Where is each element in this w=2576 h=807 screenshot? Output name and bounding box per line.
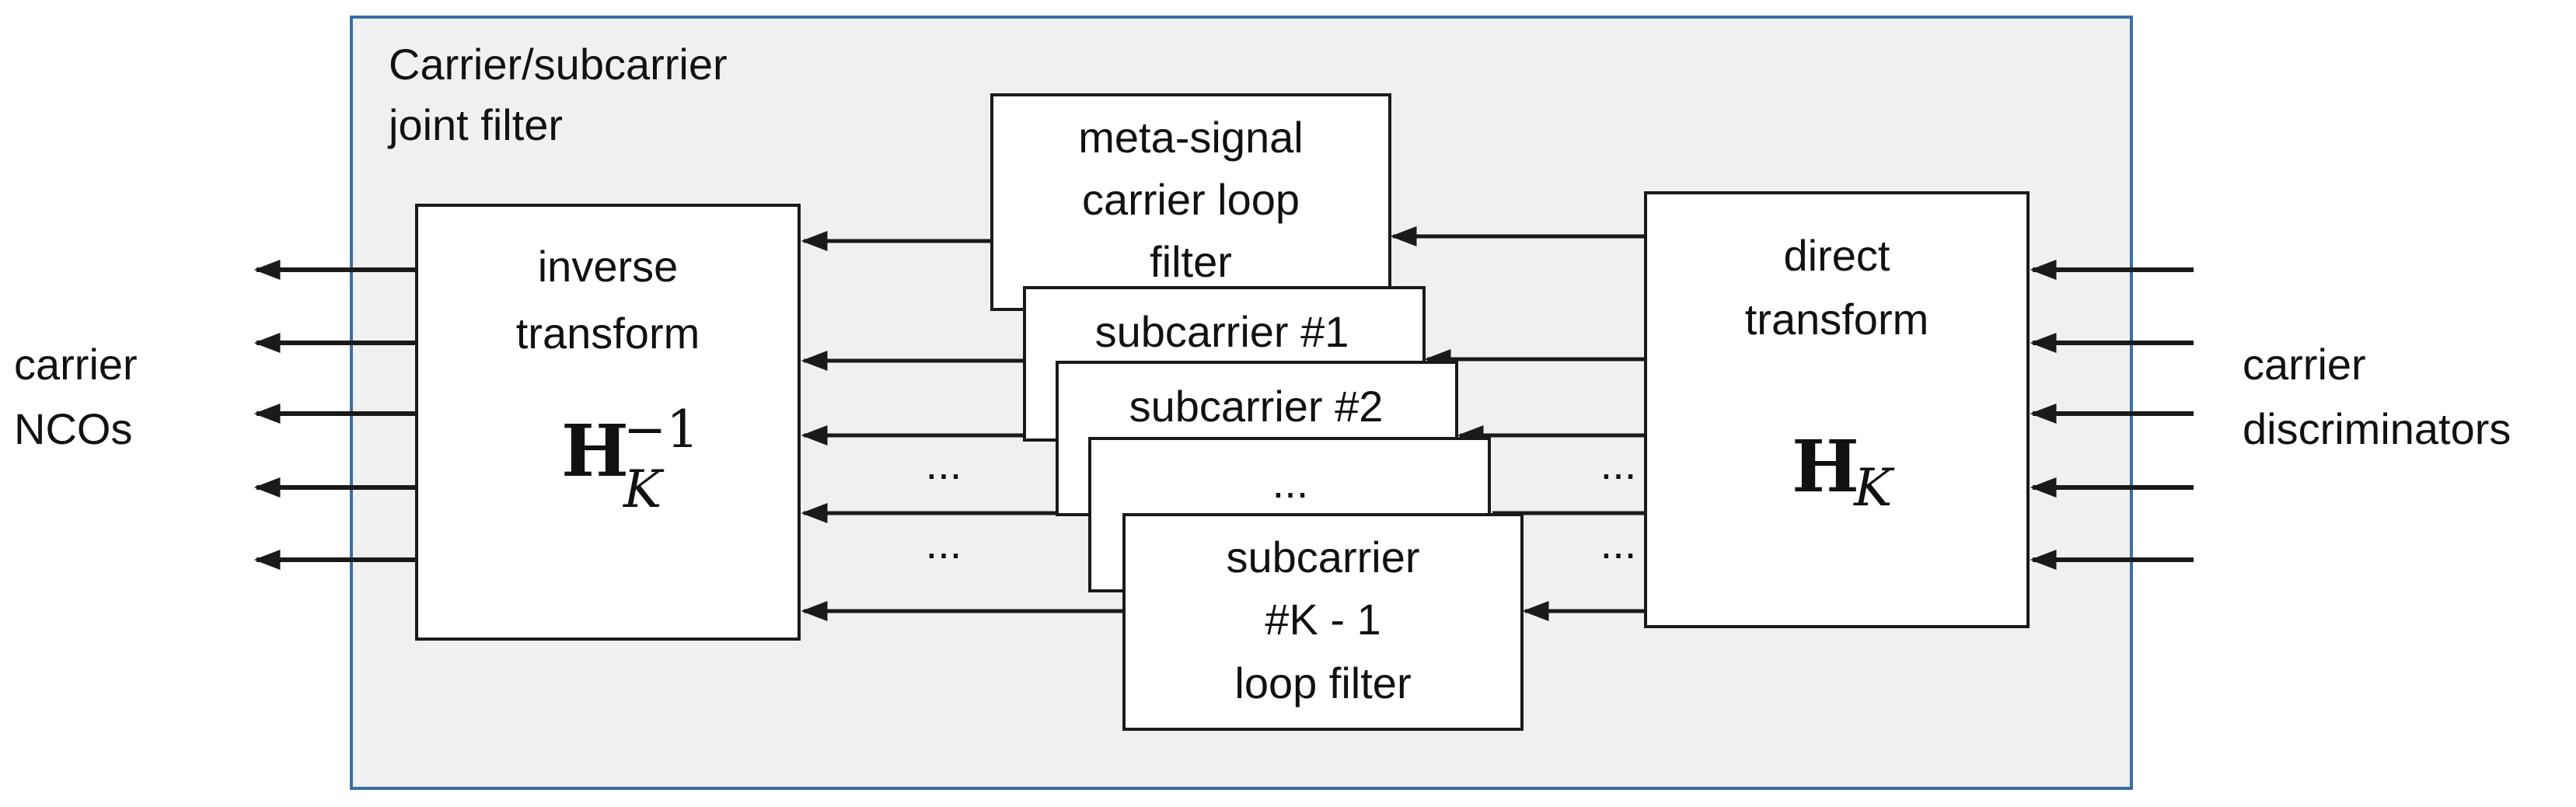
filter-to-inverse-arrows bbox=[801, 231, 1124, 621]
last-filter-line3: loop filter bbox=[1234, 659, 1411, 707]
inverse-transform-block bbox=[415, 204, 801, 641]
ellipsis-left-lower: ... bbox=[926, 519, 962, 568]
ellipsis-right-lower: ... bbox=[1600, 519, 1637, 568]
direct-block-line2: transform bbox=[1745, 295, 1929, 344]
ellipsis-right-upper: ... bbox=[1600, 439, 1637, 488]
subcarrier-last-filter-box: subcarrier #K - 1 loop filter bbox=[1122, 513, 1524, 731]
inverse-block-line2: transform bbox=[516, 309, 700, 358]
left-label-line1: carrier bbox=[14, 340, 138, 389]
container-title-line1: Carrier/subcarrier bbox=[389, 40, 728, 89]
inverse-symbol-H: H bbox=[561, 409, 629, 493]
left-output-arrows bbox=[253, 260, 417, 570]
inverse-symbol-superscript: −1 bbox=[623, 400, 699, 459]
direct-to-filter-arrows bbox=[1390, 226, 1646, 621]
container-title-line2: joint filter bbox=[387, 100, 563, 149]
subcarrier-mid-label: ... bbox=[1272, 458, 1309, 507]
last-filter-line1: subcarrier bbox=[1227, 533, 1420, 582]
meta-filter-line3: filter bbox=[1150, 237, 1232, 286]
meta-signal-filter-box: meta-signal carrier loop filter bbox=[990, 93, 1391, 311]
direct-symbol-H: H bbox=[1792, 424, 1859, 508]
right-label-line1: carrier bbox=[2243, 340, 2366, 389]
direct-transform-block bbox=[1644, 191, 2030, 628]
left-label-line2: NCOs bbox=[14, 404, 132, 453]
last-filter-line2: #K - 1 bbox=[1265, 595, 1380, 644]
right-input-arrows bbox=[2030, 260, 2194, 570]
ellipsis-left-upper: ... bbox=[926, 439, 962, 488]
inverse-transform-symbol: H K −1 bbox=[561, 400, 699, 519]
direct-block-line1: direct bbox=[1784, 231, 1890, 280]
direct-transform-symbol: H K bbox=[1792, 424, 1895, 518]
inverse-symbol-subscript: K bbox=[623, 459, 665, 519]
subcarrier-2-label: subcarrier #2 bbox=[1129, 382, 1384, 431]
subcarrier-1-label: subcarrier #1 bbox=[1095, 307, 1349, 356]
meta-filter-line2: carrier loop bbox=[1082, 175, 1300, 224]
meta-filter-line1: meta-signal bbox=[1078, 113, 1303, 162]
right-label-line2: discriminators bbox=[2243, 404, 2511, 453]
inverse-block-line1: inverse bbox=[538, 242, 679, 291]
direct-symbol-subscript: K bbox=[1853, 458, 1895, 518]
